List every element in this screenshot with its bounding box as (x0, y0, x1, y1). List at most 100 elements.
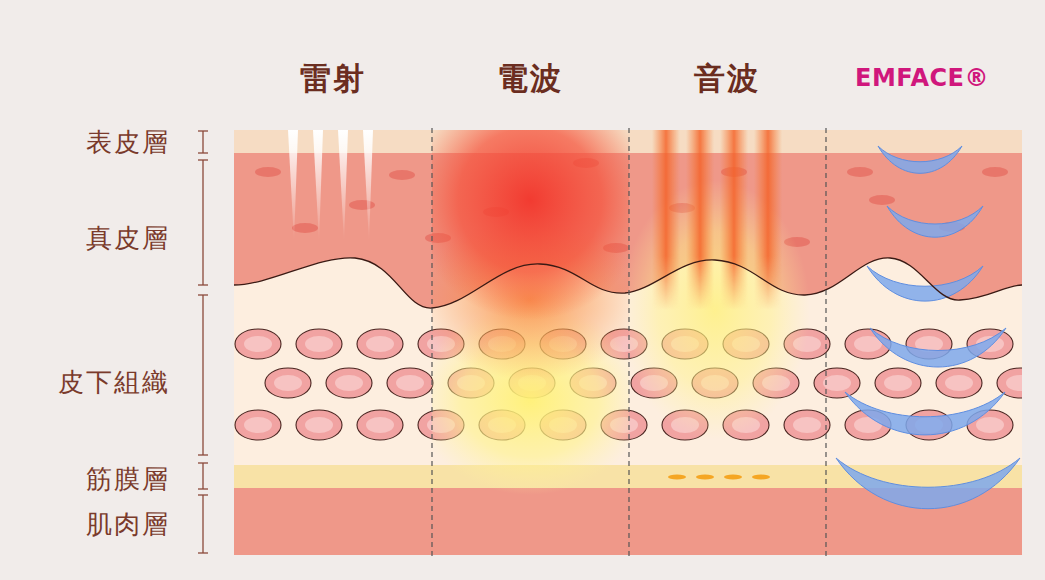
bracket-tick (198, 494, 208, 495)
cell-nucleus (396, 375, 424, 391)
rf-heat (432, 130, 629, 495)
layer-bracket (198, 295, 208, 455)
bracket-tick (198, 454, 208, 455)
cell-nucleus (366, 417, 394, 433)
bracket-tick (198, 152, 208, 153)
cell-nucleus (884, 375, 912, 391)
em-wave (867, 266, 983, 301)
cell-body (387, 368, 433, 398)
dermis-spot (292, 223, 318, 233)
ultrasound-beam (720, 130, 748, 310)
cell-body (296, 329, 342, 359)
em-wave (887, 206, 983, 237)
bracket-spine (202, 463, 203, 489)
layer-name: 筋膜層 (86, 465, 170, 494)
layer-bracket (198, 463, 208, 489)
ultrasound-beam (652, 130, 680, 310)
dermis-spot (982, 167, 1008, 177)
laser-beam (363, 130, 373, 242)
cell-body (265, 368, 311, 398)
column-dividers (432, 128, 826, 556)
cell-nucleus (305, 417, 333, 433)
cell-body (357, 329, 403, 359)
cell-nucleus (244, 417, 272, 433)
cell-nucleus (823, 375, 851, 391)
column-divider (825, 128, 826, 556)
dermis-spot (389, 170, 415, 180)
laser-beam (313, 130, 323, 242)
fat-cell (235, 410, 281, 440)
focus-point (668, 475, 686, 480)
cell-nucleus (945, 375, 973, 391)
layers (234, 130, 1022, 555)
fat-cell (936, 368, 982, 398)
cell-body (357, 410, 403, 440)
cell-nucleus (366, 336, 394, 352)
cell-body (784, 410, 830, 440)
layer-name: 真皮層 (86, 224, 170, 253)
column-divider (431, 128, 432, 556)
fat-cell (265, 368, 311, 398)
layer-name: 肌肉層 (86, 510, 170, 539)
em-wave (836, 458, 1020, 509)
fat-cell (296, 329, 342, 359)
cell-body (235, 410, 281, 440)
em-wave (845, 392, 1005, 435)
cell-nucleus (335, 375, 363, 391)
cell-body (814, 368, 860, 398)
fat-cell (235, 329, 281, 359)
cell-nucleus (305, 336, 333, 352)
bracket-spine (202, 160, 203, 285)
layer-bracket (198, 495, 208, 553)
cell-nucleus (244, 336, 272, 352)
cell-body (875, 368, 921, 398)
cell-body (936, 368, 982, 398)
fat-cell (296, 410, 342, 440)
brand-logo: EMFACE® (855, 65, 989, 91)
bracket-tick (198, 552, 208, 553)
bracket-tick (198, 462, 208, 463)
fat-cell (357, 410, 403, 440)
bracket-tick (198, 488, 208, 489)
dermis-boundary (234, 258, 1022, 308)
column-heading: 雷射 (300, 61, 366, 95)
laser-beams (288, 130, 373, 242)
ultrasound-beam (686, 130, 714, 310)
cell-body (296, 410, 342, 440)
bracket-tick (198, 284, 208, 285)
bracket-spine (202, 495, 203, 553)
heat-glow (432, 130, 629, 320)
dermis-spot (847, 167, 873, 177)
layer-bracket (198, 131, 208, 153)
focus-point (696, 475, 714, 480)
cell-nucleus (793, 417, 821, 433)
bracket-tick (198, 159, 208, 160)
focus-point (752, 475, 770, 480)
layer-bracket (198, 160, 208, 285)
dermis-spot (869, 195, 895, 205)
bracket-spine (202, 131, 203, 153)
cell-nucleus (976, 417, 1004, 433)
em-wave (870, 328, 1006, 367)
layer-name: 表皮層 (86, 128, 170, 157)
emface-waves (836, 146, 1020, 509)
dermis-spot (255, 167, 281, 177)
ultrasound-focus (629, 130, 810, 480)
column-heading: 音波 (694, 61, 760, 95)
fat-cell (387, 368, 433, 398)
fat-cell (784, 410, 830, 440)
em-wave (878, 146, 962, 173)
fat-cell (814, 368, 860, 398)
column-divider (628, 128, 629, 556)
fat-cell (997, 368, 1022, 398)
cell-body (235, 329, 281, 359)
bracket-tick (198, 294, 208, 295)
fat-cell (357, 329, 403, 359)
fascia-band (234, 465, 1022, 488)
cell-nucleus (1006, 375, 1022, 391)
dermis-spot (349, 200, 375, 210)
fat-cell (875, 368, 921, 398)
cell-body (997, 368, 1022, 398)
cell-body (326, 368, 372, 398)
